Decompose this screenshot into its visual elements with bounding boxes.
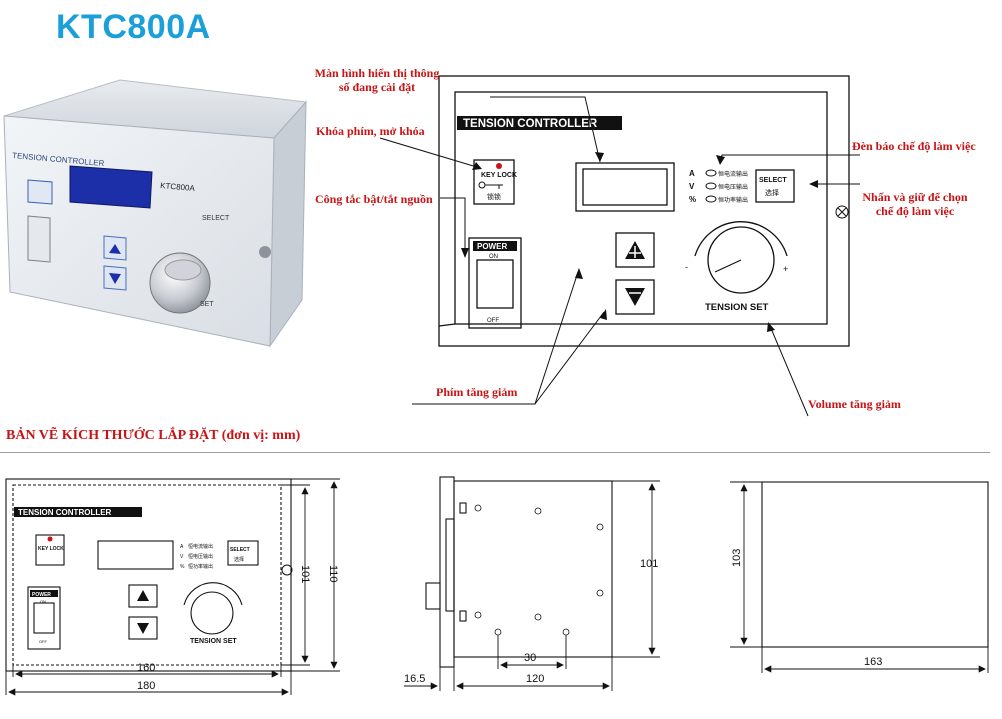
dim-front-160: 160 [137,662,155,674]
side-body [453,480,613,658]
panel-select-button [755,169,795,203]
dim-side-16-5: 16.5 [404,673,425,685]
front-select-cn: 选择 [234,556,244,563]
dim-cut-163: 163 [864,656,882,668]
front-power: POWER [32,592,51,598]
key-lock-cn: 锁锁 [487,192,501,201]
front-mode-pct: % [180,564,185,570]
knob-plus: + [783,264,788,274]
front-brand: TENSION CONTROLLER [18,508,112,517]
select-cn-label: 选择 [765,188,779,197]
panel-knob [707,226,775,294]
panel-power-switch [468,237,522,329]
annotation-indicator: Đèn báo chế độ làm việc [852,139,976,153]
dim-side-30: 30 [524,652,536,664]
annotation-select: Nhấn và giữ để chọn chế độ làm việc [862,190,968,218]
dim-front-180: 180 [137,680,155,692]
mode-unit-pct: % [689,195,696,204]
panel-brand: TENSION CONTROLLER [463,118,598,130]
product-photo: TENSION CONTROLLER KTC800A SET SELECT [3,79,308,348]
panel-outer-frame [438,75,850,347]
front-mode-a-label: 恒电流输出 [188,543,213,550]
mode-unit-v: V [689,182,695,191]
page-title: KTC800A [56,8,211,46]
panel-down-button [615,279,655,315]
mode-led-v-icon [705,182,717,190]
annotation-display: Màn hình hiển thị thông số đang cài đặt [314,66,440,94]
front-mode-a: A [180,544,184,550]
power-label: POWER [477,242,507,251]
front-down-icon [137,623,149,634]
front-mode-v: V [180,554,184,560]
panel-inner-frame [454,91,828,325]
power-on-label: ON [489,254,498,260]
panel-key-lock [473,159,515,205]
front-key-lock: KEY LOCK [38,546,64,552]
section-title: BẢN VẼ KÍCH THƯỚC LẮP ĐẶT (đơn vị: mm) [6,428,301,443]
panel-display [575,162,675,212]
dim-cut-103: 103 [731,549,743,567]
select-label: SELECT [759,177,787,184]
front-mode-v-label: 恒电压输出 [188,553,213,560]
dim-side-120: 120 [526,673,544,685]
dim-side-101: 101 [640,558,658,570]
power-off-label: OFF [487,318,499,324]
photo-select-label: SELECT [202,215,230,222]
front-up-icon [137,590,149,601]
panel-diagram: TENSION CONTROLLER KEY LOCK 锁锁 POWER ON … [438,75,850,347]
section-divider [0,452,990,453]
mode-unit-a: A [689,169,695,178]
knob-minus: - [685,262,688,272]
annotation-leaders [379,96,860,417]
photo-model: KTC800A [160,181,196,193]
front-select: SELECT [230,547,250,553]
front-power-off: OFF [39,639,48,644]
mount-screw-icon [835,205,849,219]
front-knob-label: TENSION SET [190,638,237,645]
dim-front-110: 110 [327,565,339,583]
mode-label-v: 恒电压输出 [718,183,748,191]
mode-label-pct: 恒功率输出 [718,196,748,204]
mode-led-pct-icon [705,195,717,203]
mode-led-a-icon [705,169,717,177]
front-power-on: ON [40,599,46,604]
mode-label-a: 恒电流输出 [718,170,748,178]
front-mode-pct-label: 恒功率输出 [188,563,213,570]
cutout-rectangle [761,481,989,648]
annotation-volume: Volume tăng giảm [808,397,901,411]
side-front-bezel [439,476,455,668]
photo-set-label: SET [200,301,214,308]
key-lock-label: KEY LOCK [481,172,517,179]
panel-up-button [615,232,655,268]
knob-label: TENSION SET [705,302,769,313]
annotation-updown: Phím tăng giảm [436,385,518,399]
dim-front-101: 101 [299,565,311,583]
annotation-key-lock: Khóa phím, mở khóa [316,124,425,138]
dimension-drawings: TENSION CONTROLLER KEY LOCK POWER ON OFF… [5,476,989,696]
front-screw-icon [281,564,293,576]
annotation-power: Công tắc bật/tắt nguồn [315,192,433,206]
